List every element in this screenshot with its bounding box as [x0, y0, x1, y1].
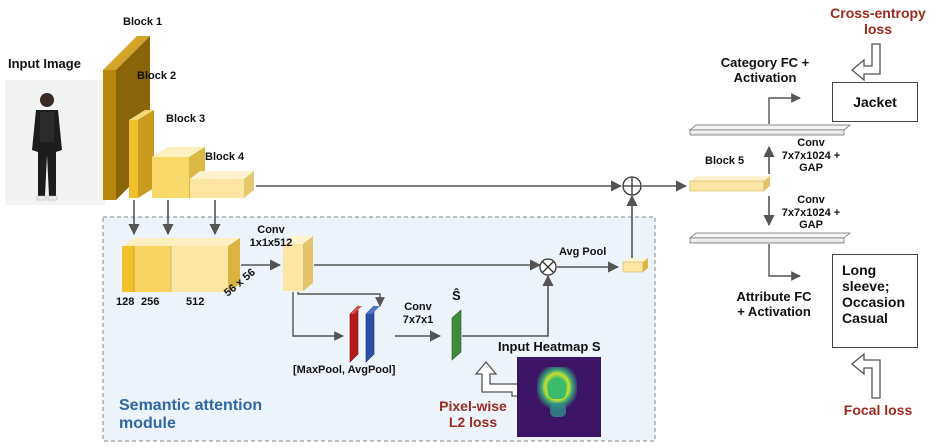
- module-title-line2: module: [119, 415, 176, 433]
- module-title-line1: Semantic attention: [119, 397, 263, 414]
- pool-label: [MaxPool, AvgPool]: [293, 364, 396, 376]
- conv-upper-line1: Conv: [797, 137, 825, 149]
- conv-1x1-label: Conv 1x1x512: [236, 224, 306, 249]
- block-3: [152, 147, 205, 198]
- block-1-label: Block 1: [123, 16, 163, 28]
- heatmap-label: Input Heatmap S: [498, 339, 601, 354]
- attribute-output-line1: Long: [842, 262, 877, 278]
- conv-upper-line3: GAP: [799, 162, 823, 175]
- conv-lower-line3: GAP: [799, 219, 823, 232]
- input-image: [5, 80, 105, 205]
- pixel-loss-label: Pixel-wise L2 loss: [430, 398, 516, 430]
- block-2: [129, 110, 154, 198]
- block-5: [689, 176, 770, 192]
- conv-upper-line2: 7x7x1024 +: [781, 149, 841, 162]
- attribute-output-line4: Casual: [842, 310, 888, 327]
- channels-512: 512: [186, 296, 205, 308]
- block-3-label: Block 3: [166, 113, 206, 125]
- channels-128: 128: [116, 296, 135, 308]
- category-output-box: [832, 82, 918, 122]
- category-feature-bar: [689, 124, 851, 136]
- conv-upper-label: Conv 7x7x1024 + GAP: [778, 137, 844, 175]
- s-hat-label: Ŝ: [452, 288, 461, 303]
- input-image-label: Input Image: [8, 56, 81, 71]
- pool-maps: [349, 305, 380, 363]
- attribute-fc-label: Attribute FC + Activation: [726, 289, 822, 320]
- module-title: Semantic attention module: [119, 397, 262, 434]
- pixel-loss-line2: L2 loss: [448, 414, 498, 431]
- avg-pool-label: Avg Pool: [559, 246, 607, 258]
- attribute-output-line2: sleeve;: [842, 278, 890, 295]
- attribute-fc-line1: Attribute FC: [736, 289, 812, 304]
- conv-1x1-line1: Conv: [257, 224, 285, 236]
- focal-loss-arrow: [850, 352, 881, 399]
- cross-entropy-line1: Cross-entropy: [830, 5, 926, 21]
- channels-256: 256: [141, 296, 160, 308]
- attribute-output-box: [832, 254, 918, 348]
- block-2-label: Block 2: [137, 70, 177, 82]
- multiply-operator: [539, 258, 557, 276]
- cross-entropy-label: Cross-entropy loss: [822, 5, 934, 37]
- input-heatmap: [517, 357, 601, 437]
- block-4-label: Block 4: [205, 151, 245, 163]
- conv-1x1-line2: 1x1x512: [249, 236, 293, 249]
- attribute-output-line3: Occasion: [842, 294, 906, 311]
- attribute-output-text: Long sleeve; Occasion Casual: [842, 262, 905, 326]
- category-fc-line2: Activation: [733, 69, 797, 85]
- conv-7x7-line1: Conv: [404, 301, 432, 313]
- conv-1x1-block: [283, 236, 313, 291]
- conv-lower-line1: Conv: [797, 194, 825, 206]
- pixel-loss-line1: Pixel-wise: [439, 398, 507, 414]
- attribute-feature-bar: [689, 232, 851, 244]
- cross-entropy-line2: loss: [863, 21, 892, 38]
- conv-7x7-label: Conv 7x7x1: [393, 301, 443, 326]
- concat-feature-stack: [122, 238, 240, 292]
- conv-lower-line2: 7x7x1024 +: [781, 206, 841, 219]
- block-4: [190, 171, 254, 198]
- avg-pool-vector: [622, 258, 648, 273]
- s-hat-map: [451, 309, 462, 361]
- cross-entropy-arrow: [850, 43, 881, 82]
- add-operator: [622, 176, 642, 196]
- focal-loss-label: Focal loss: [843, 402, 913, 418]
- category-fc-line1: Category FC +: [720, 55, 810, 70]
- attribute-fc-line2: + Activation: [737, 303, 811, 319]
- block-5-label: Block 5: [705, 155, 745, 167]
- category-fc-label: Category FC + Activation: [712, 55, 818, 86]
- conv-lower-label: Conv 7x7x1024 + GAP: [778, 194, 844, 232]
- conv-7x7-line2: 7x7x1: [402, 313, 434, 326]
- category-output-text: Jacket: [853, 94, 897, 110]
